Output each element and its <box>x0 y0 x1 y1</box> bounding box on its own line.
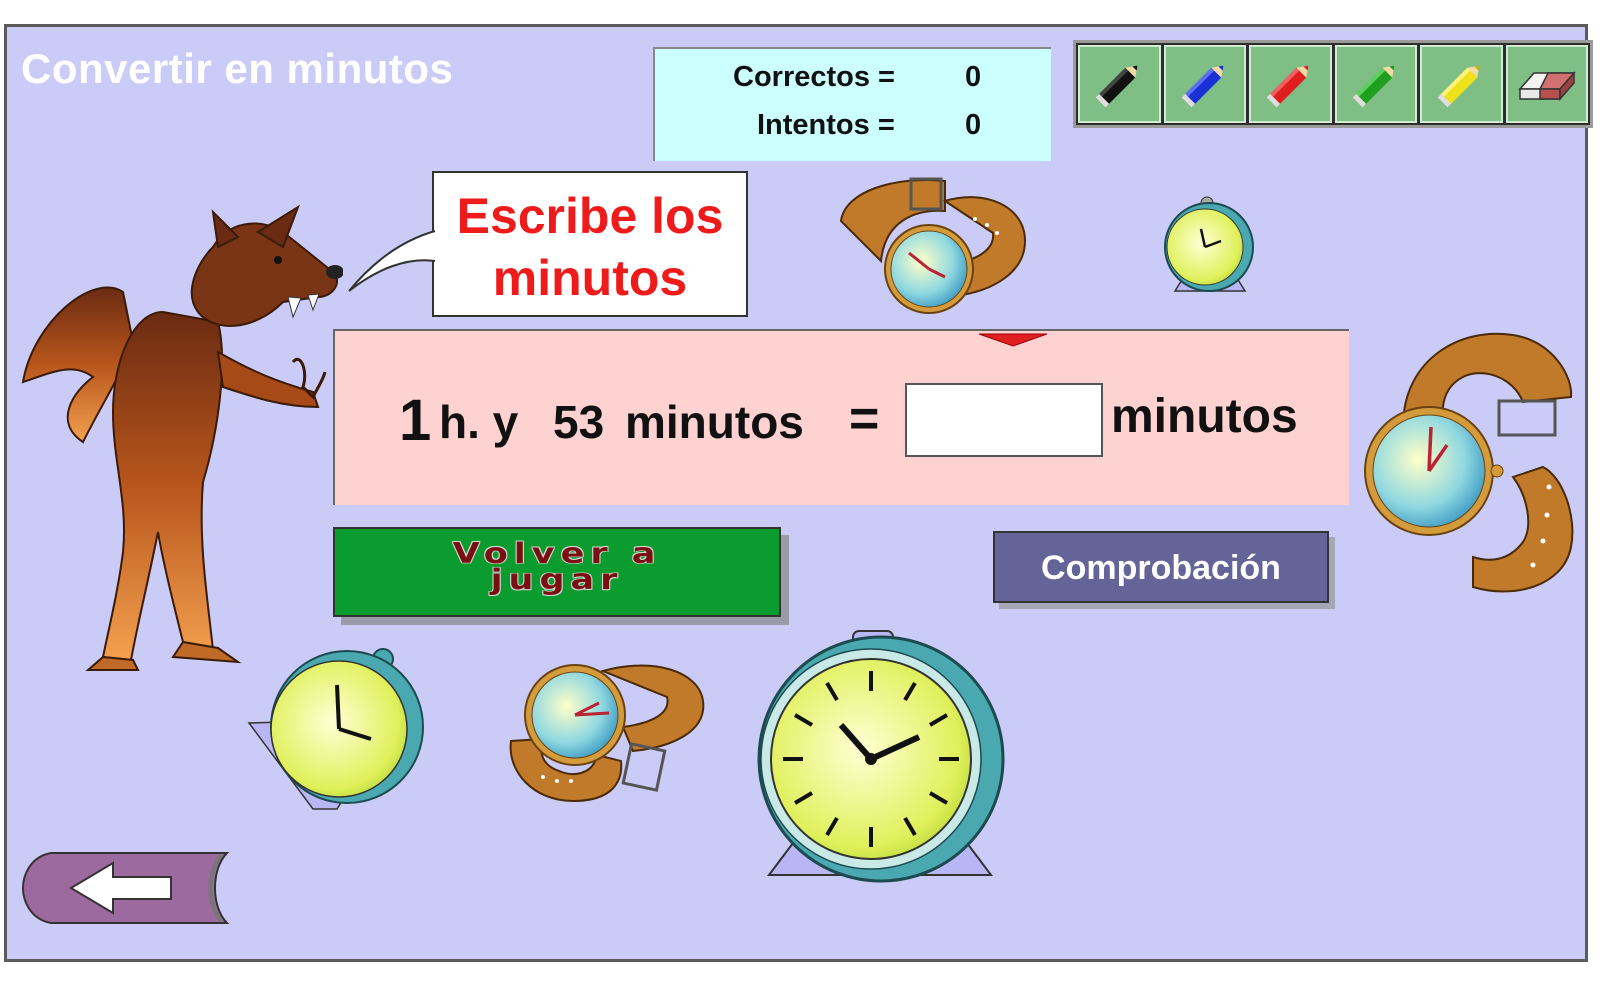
play-again-line-2: jugar <box>490 563 624 597</box>
correct-label: Correctos = <box>733 61 895 93</box>
equals-sign: = <box>849 390 880 448</box>
alarm-clock-icon <box>247 648 424 810</box>
result-unit: minutos <box>1111 390 1298 443</box>
red-pencil-icon <box>1266 65 1309 108</box>
yellow-pencil-icon <box>1437 65 1480 108</box>
play-again-button[interactable]: Volver a jugar <box>333 527 781 617</box>
speech-bubble: Escribe los minutos <box>432 171 748 317</box>
left-arrow-icon <box>69 861 172 915</box>
attempts-label: Intentos = <box>757 109 895 141</box>
tool-red-pencil[interactable] <box>1249 45 1332 123</box>
tool-yellow-pencil[interactable] <box>1420 45 1503 123</box>
bubble-line-2: minutos <box>492 250 688 306</box>
black-pencil-icon <box>1095 65 1138 108</box>
hours-value: 1 <box>399 388 432 453</box>
blue-pencil-icon <box>1181 65 1224 108</box>
check-button[interactable]: Comprobación <box>993 531 1329 603</box>
speech-bubble-tail-icon <box>348 230 436 292</box>
tool-eraser[interactable] <box>1505 45 1588 123</box>
minutes-answer-input[interactable] <box>905 383 1103 457</box>
correct-count: 0 <box>965 61 982 93</box>
eraser-icon <box>1518 71 1576 101</box>
page-title: Convertir en minutos <box>21 45 454 92</box>
small-wristwatch-icon <box>509 664 705 803</box>
tool-green-pencil[interactable] <box>1334 45 1417 123</box>
tool-black-pencil[interactable] <box>1078 45 1161 123</box>
green-pencil-icon <box>1352 65 1395 108</box>
minutes-unit: minutos <box>625 396 804 448</box>
triangle-marker-icon <box>978 333 1048 347</box>
wolf-character-icon <box>21 204 343 671</box>
bubble-line-1: Escribe los <box>456 188 724 244</box>
tool-blue-pencil[interactable] <box>1163 45 1246 123</box>
back-arrow-button[interactable] <box>21 849 241 927</box>
attempts-count: 0 <box>965 109 982 141</box>
hours-unit: h. y <box>439 396 519 448</box>
large-wristwatch-icon <box>1364 332 1574 593</box>
drawing-toolbar <box>1073 40 1593 128</box>
game-frame: Convertir en minutos Correctos = 0 Inten… <box>4 24 1593 962</box>
score-panel: Correctos = 0 Intentos = 0 <box>653 47 1051 161</box>
wristwatch-icon <box>839 177 1027 314</box>
small-alarm-clock-icon <box>1164 196 1254 292</box>
large-alarm-clock-icon <box>757 630 1005 883</box>
equation-panel: 1 h. y 53 minutos = minutos <box>333 329 1349 505</box>
play-again-line-1: Volver a <box>452 537 662 571</box>
minutes-value: 53 <box>553 396 605 448</box>
